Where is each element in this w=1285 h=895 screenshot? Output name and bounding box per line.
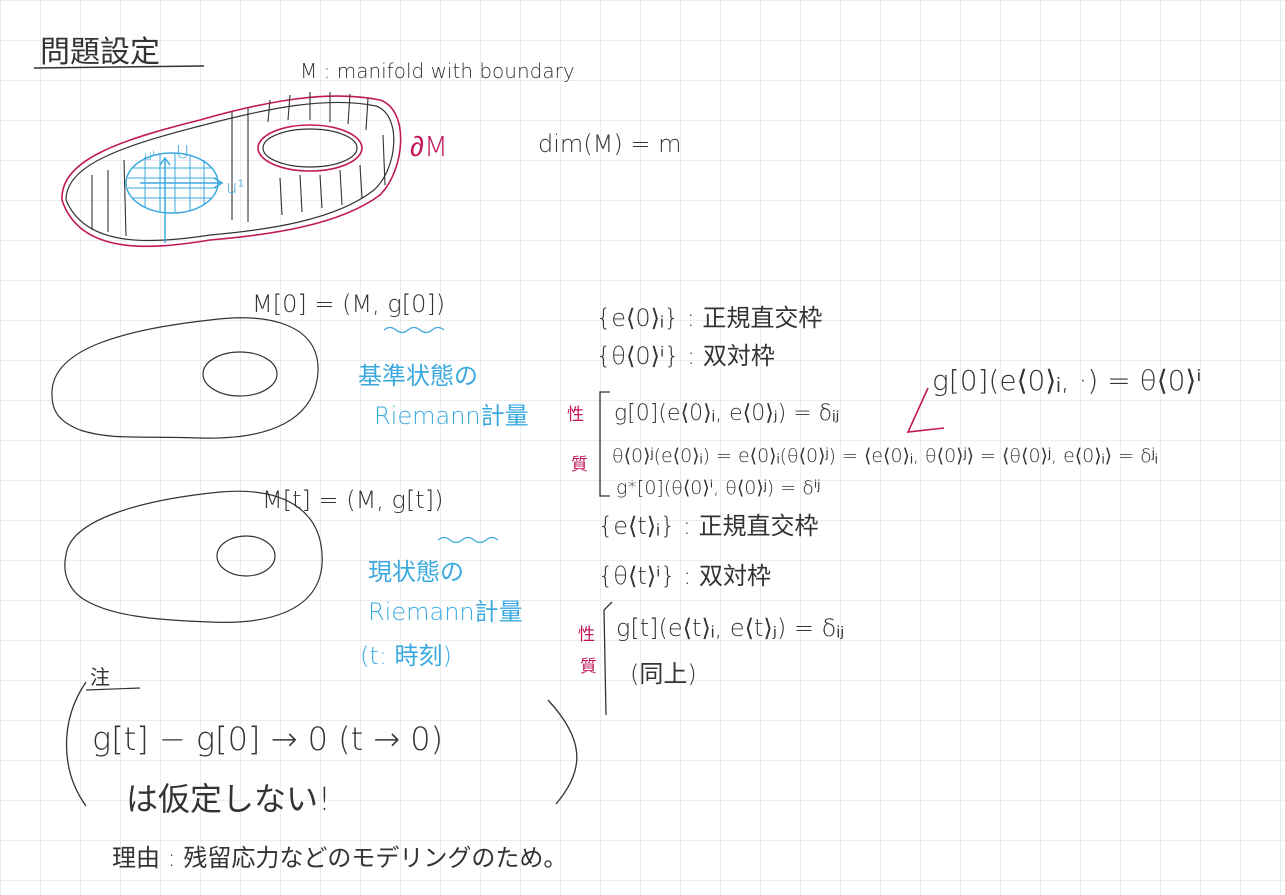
- initial-frame-line: {e⟨0⟩ᵢ} : 正規直交枠: [596, 304, 822, 332]
- initial-properties-bracket: [599, 391, 610, 497]
- initial-coframe-line: {θ⟨0⟩ⁱ} : 双対枠: [596, 342, 775, 370]
- initial-side-relation: g[0](e⟨0⟩ᵢ, ·) = θ⟨0⟩ⁱ: [932, 364, 1201, 397]
- coordinate-chart: [125, 152, 224, 243]
- note-section: 注 g[t] − g[0] → 0 (t → 0) は仮定しない!: [65, 665, 578, 818]
- shading-lines: [91, 92, 386, 237]
- initial-properties-label-1: 性: [567, 405, 584, 425]
- note-paren-left: [65, 681, 87, 807]
- note-paren-right: [547, 699, 578, 805]
- current-metric-formula: M[t] = (M, g[t]): [262, 486, 443, 514]
- boundary-curve-inner: [257, 124, 363, 172]
- title-underline: [33, 65, 205, 69]
- current-frame-line: {e⟨t⟩ᵢ} : 正規直交枠: [598, 512, 819, 540]
- current-properties-label-2: 質: [580, 657, 597, 677]
- chart-label-ui: uⁱ: [144, 149, 155, 164]
- reason-line: 理由 : 残留応力などのモデリングのため。: [112, 844, 567, 872]
- relation-arrow: [906, 387, 945, 433]
- current-properties-label-1: 性: [578, 625, 595, 645]
- chart-label-U: U: [176, 142, 189, 163]
- initial-prop-2: θ⟨0⟩ʲ(e⟨0⟩ᵢ) = e⟨0⟩ᵢ(θ⟨0⟩ʲ) = ⟨e⟨0⟩ᵢ, θ⟨…: [612, 445, 1158, 467]
- initial-prop-1: g[0](e⟨0⟩ᵢ, e⟨0⟩ⱼ) = δᵢⱼ: [614, 401, 839, 426]
- current-metric-note-2: Riemann計量: [368, 598, 523, 626]
- manifold-illustration: U uⁱ u¹: [61, 92, 402, 248]
- manifold-outer-edge: [65, 101, 395, 242]
- title-group: 問題設定: [33, 35, 205, 70]
- initial-manifold-hole: [202, 351, 278, 397]
- page-title: 問題設定: [40, 35, 160, 70]
- current-prop-2: (同上): [630, 660, 697, 688]
- current-properties-bracket: [603, 601, 613, 716]
- manifold-label: M : manifold with boundary: [300, 59, 575, 83]
- current-frames-section: {e⟨t⟩ᵢ} : 正規直交枠 {θ⟨t⟩ⁱ} : 双対枠 性 質 g[t](e…: [578, 512, 844, 716]
- current-metric-note-3: (t: 時刻): [360, 642, 452, 670]
- initial-metric-note-1: 基準状態の: [358, 362, 478, 390]
- current-metric-underline: [437, 536, 499, 544]
- current-prop-1: g[t](e⟨t⟩ᵢ, e⟨t⟩ⱼ) = δᵢⱼ: [616, 614, 844, 642]
- current-manifold-hole: [216, 535, 276, 577]
- current-manifold-shape: [64, 490, 323, 623]
- initial-state-section: M[0] = (M, g[0]) 基準状態の Riemann計量: [51, 290, 529, 439]
- note-line-1: g[t] − g[0] → 0 (t → 0): [92, 720, 443, 758]
- note-label: 注: [90, 665, 110, 689]
- initial-prop-3: g*[0](θ⟨0⟩ⁱ, θ⟨0⟩ʲ) = δⁱʲ: [616, 477, 820, 499]
- boundary-curve-outer: [61, 95, 402, 248]
- initial-properties-label-2: 質: [571, 455, 588, 475]
- note-label-underline: [85, 687, 141, 691]
- note-line-2: は仮定しない!: [126, 780, 331, 818]
- current-metric-note-1: 現状態の: [368, 558, 464, 586]
- chart-label-u1: u¹: [226, 177, 245, 198]
- initial-metric-formula: M[0] = (M, g[0]): [252, 290, 445, 318]
- dimension-label: dim(M) = m: [538, 130, 681, 158]
- manifold-inner-edge: [262, 128, 358, 168]
- initial-frames-section: {e⟨0⟩ᵢ} : 正規直交枠 {θ⟨0⟩ⁱ} : 双対枠 性 質 g[0](e…: [567, 304, 1201, 499]
- current-state-section: M[t] = (M, g[t]) 現状態の Riemann計量 (t: 時刻): [64, 486, 523, 670]
- current-coframe-line: {θ⟨t⟩ⁱ} : 双対枠: [598, 562, 771, 590]
- boundary-label: ∂M: [410, 130, 448, 163]
- initial-metric-note-2: Riemann計量: [374, 402, 529, 430]
- initial-metric-underline: [383, 326, 445, 334]
- initial-manifold-shape: [51, 317, 319, 439]
